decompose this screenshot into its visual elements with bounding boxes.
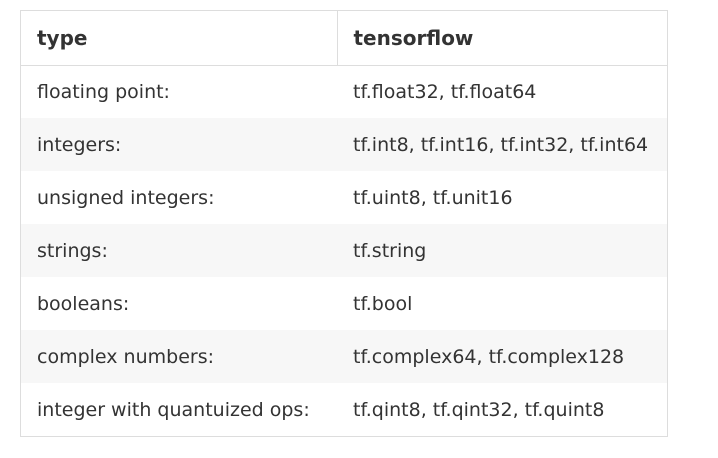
tensorflow-cell: tf.complex64, tf.complex128	[353, 345, 625, 368]
table-row: integer with quantuized ops: tf.qint8, t…	[21, 383, 667, 436]
table-row: unsigned integers: tf.uint8, tf.unit16	[21, 171, 667, 224]
tensorflow-cell: tf.uint8, tf.unit16	[353, 186, 513, 209]
tensorflow-cell: tf.int8, tf.int16, tf.int32, tf.int64	[353, 133, 649, 156]
type-cell: complex numbers:	[37, 345, 215, 368]
header-type: type	[21, 11, 338, 66]
tensorflow-cell: tf.bool	[353, 292, 413, 315]
table-row: floating point: tf.float32, tf.float64	[21, 65, 667, 118]
table-row: strings: tf.string	[21, 224, 667, 277]
header-tensorflow: tensorflow	[337, 11, 667, 66]
table-row: integers: tf.int8, tf.int16, tf.int32, t…	[21, 118, 667, 171]
type-cell: booleans:	[37, 292, 130, 315]
table-body: floating point: tf.float32, tf.float64 i…	[21, 65, 667, 436]
types-table-container: type tensorflow floating point: tf.float…	[20, 10, 668, 437]
tensorflow-cell: tf.float32, tf.float64	[353, 80, 537, 103]
table-row: complex numbers: tf.complex64, tf.comple…	[21, 330, 667, 383]
type-cell: integers:	[37, 133, 122, 156]
tensorflow-cell: tf.qint8, tf.qint32, tf.quint8	[353, 398, 605, 421]
table-row: booleans: tf.bool	[21, 277, 667, 330]
type-cell: floating point:	[37, 80, 170, 103]
types-table: type tensorflow floating point: tf.float…	[21, 11, 667, 436]
type-cell: strings:	[37, 239, 108, 262]
header-row: type tensorflow	[21, 11, 667, 66]
table-header: type tensorflow	[21, 11, 667, 66]
tensorflow-cell: tf.string	[353, 239, 427, 262]
type-cell: integer with quantuized ops:	[37, 398, 310, 421]
type-cell: unsigned integers:	[37, 186, 215, 209]
